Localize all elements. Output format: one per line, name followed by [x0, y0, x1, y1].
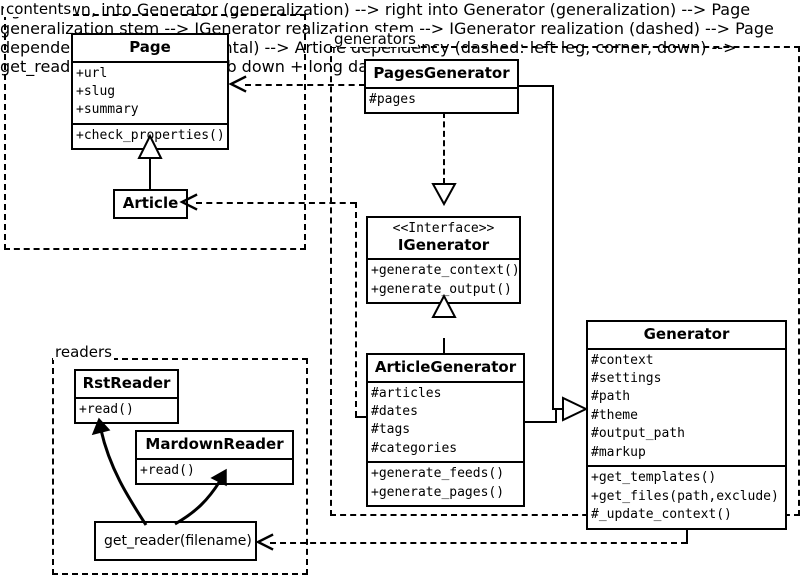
class-separator-mardown-reader [137, 457, 292, 460]
conn-pagesgen-generator-v [552, 85, 554, 410]
conn-pagesgen-generator-h1 [519, 85, 554, 87]
attribute-articles: #articles [371, 385, 442, 401]
class-separator-article-generator-methods [368, 461, 523, 464]
conn-articlegen-generator-h [525, 421, 557, 423]
attribute-url: +url [76, 65, 108, 81]
method-read-rst: +read() [79, 401, 134, 417]
package-generators [330, 46, 800, 516]
class-name-generator: Generator [643, 325, 730, 343]
class-name-article: Article [122, 194, 179, 212]
class-separator-article-generator-attrs [368, 380, 523, 383]
class-separator-generator-methods [588, 465, 785, 468]
class-box-igenerator[interactable]: <<Interface>> IGenerator +generate_conte… [366, 216, 521, 305]
attribute-dates: #dates [371, 403, 418, 419]
conn-articlegen-article-dashed-h [196, 202, 356, 204]
package-readers [52, 358, 308, 575]
class-attributes-article-generator: #articles #dates #tags #categories [368, 383, 523, 462]
class-separator-igenerator [368, 258, 519, 261]
class-methods-generator: +get_templates() +get_files(path,exclude… [588, 467, 785, 527]
class-separator-page-attrs [73, 60, 227, 63]
package-contents [4, 14, 306, 250]
class-separator-pages-generator [366, 86, 517, 89]
method-generate-context: +generate_context() [371, 263, 520, 279]
class-methods-page: +check_properties() [73, 125, 227, 148]
class-methods-igenerator: +generate_context() +generate_output() [368, 260, 520, 302]
method-generate-output: +generate_output() [371, 281, 512, 297]
class-box-generator[interactable]: Generator #context #settings #path #them… [586, 320, 787, 530]
attribute-summary: +summary [76, 102, 139, 118]
conn-pagesgen-generator-h2 [552, 408, 564, 410]
class-methods-rst-reader: +read() [76, 399, 177, 422]
method-check-properties: +check_properties() [76, 127, 225, 143]
attribute-theme: #theme [591, 407, 638, 423]
method-generate-pages: +generate_pages() [371, 484, 505, 500]
class-name-rst-reader: RstReader [82, 374, 171, 392]
class-stereotype-igenerator: <<Interface>> [392, 221, 495, 236]
class-name-page: Page [129, 38, 171, 56]
method-generate-feeds: +generate_feeds() [371, 466, 505, 482]
conn-articlegen-article-dashed-v [355, 202, 357, 417]
package-generators-label: generators [332, 30, 418, 48]
class-name-igenerator: <<Interface>> IGenerator [368, 218, 519, 258]
attribute-path: #path [591, 389, 631, 405]
attribute-tags: #tags [371, 422, 411, 438]
function-name-get-reader: get_reader(filename) [104, 533, 252, 549]
conn-generator-getreader-corner [686, 530, 688, 544]
conn-articlegen-article-dashed-h2 [355, 416, 367, 418]
class-methods-article-generator: +generate_feeds() +generate_pages() [368, 463, 523, 505]
class-name-pages-generator: PagesGenerator [373, 64, 510, 82]
package-readers-label: readers [53, 343, 114, 361]
conn-article-page-stem [149, 158, 151, 190]
class-separator-generator-attrs [588, 347, 785, 350]
class-name-igenerator-text: IGenerator [397, 235, 490, 254]
class-methods-mardown-reader: +read() [137, 460, 292, 483]
class-box-article[interactable]: Article [113, 189, 188, 219]
method-get-files: +get_files(path,exclude) [591, 488, 779, 504]
class-name-article-generator: ArticleGenerator [374, 358, 517, 376]
attribute-categories: #categories [371, 440, 458, 456]
conn-pagesgen-page-dashed [245, 84, 365, 86]
class-name-mardown-reader: MardownReader [145, 435, 284, 453]
class-attributes-generator: #context #settings #path #theme #output_… [588, 350, 785, 466]
package-contents-label: contents [4, 0, 74, 18]
conn-generator-getreader-dashed [270, 542, 687, 544]
attribute-output-path: #output_path [591, 426, 685, 442]
attribute-slug: +slug [76, 83, 116, 99]
class-box-mardown-reader[interactable]: MardownReader +read() [135, 430, 294, 485]
method-read-markdown: +read() [140, 462, 195, 478]
conn-articlegen-generator-v [555, 410, 557, 423]
class-separator-page-methods [73, 122, 227, 125]
attribute-context: #context [591, 352, 654, 368]
class-attributes-pages-generator: #pages [366, 89, 517, 112]
class-separator-rst-reader [76, 396, 177, 399]
attribute-settings: #settings [591, 370, 662, 386]
conn-articlegen-igenerator-stem [443, 338, 445, 354]
method-update-context: #_update_context() [591, 507, 732, 523]
conn-pagesgen-igenerator-dashed [443, 112, 445, 184]
class-box-rst-reader[interactable]: RstReader +read() [74, 369, 179, 424]
method-get-templates: +get_templates() [591, 470, 717, 486]
class-box-pages-generator[interactable]: PagesGenerator #pages [364, 59, 519, 114]
class-attributes-page: +url +slug +summary [73, 63, 227, 123]
class-box-page[interactable]: Page +url +slug +summary +check_properti… [71, 33, 229, 151]
attribute-pages: #pages [369, 91, 416, 107]
attribute-markup: #markup [591, 444, 646, 460]
class-box-article-generator[interactable]: ArticleGenerator #articles #dates #tags … [366, 353, 525, 508]
function-box-get-reader[interactable]: get_reader(filename) [94, 521, 257, 561]
